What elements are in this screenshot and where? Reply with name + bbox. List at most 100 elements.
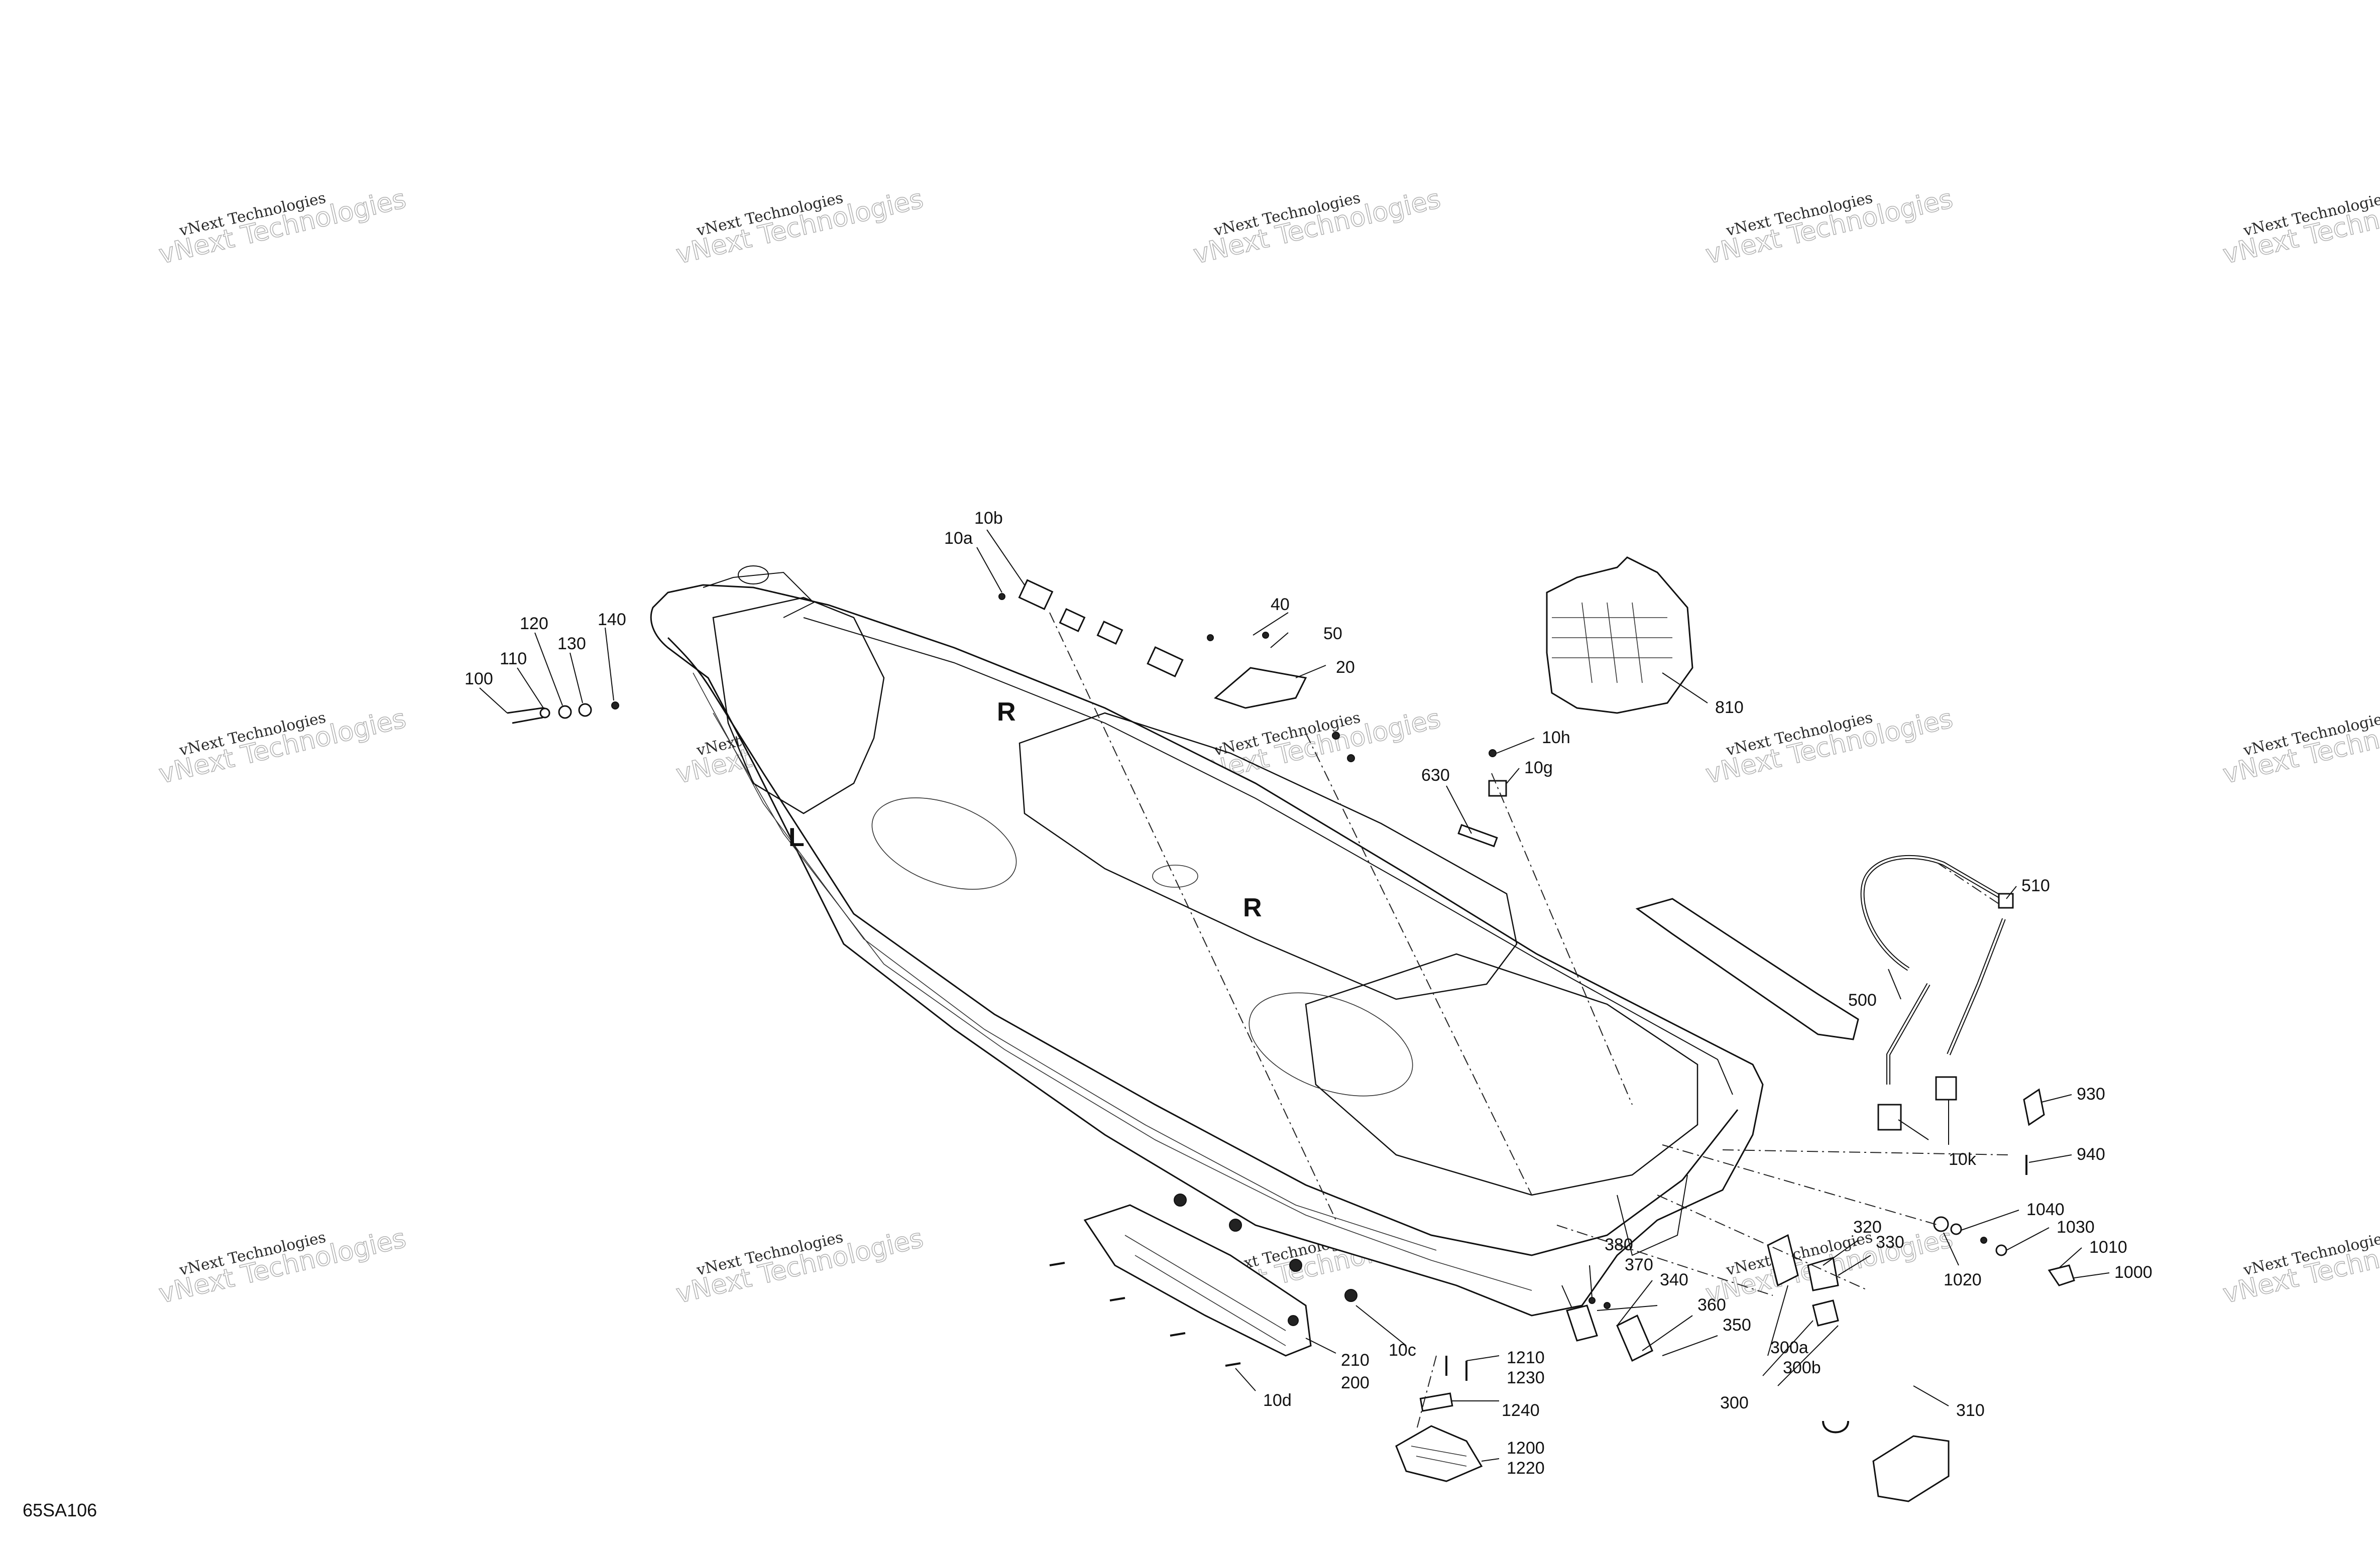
washer xyxy=(1950,1223,1962,1235)
leader-line xyxy=(1561,1285,1572,1309)
washer xyxy=(539,707,550,719)
leader-line xyxy=(1617,1280,1653,1326)
bracket-part xyxy=(1214,667,1307,709)
leader-line xyxy=(1305,1338,1336,1354)
callout-1220: 1220 xyxy=(1507,1459,1545,1478)
callout-1030: 1030 xyxy=(2057,1218,2095,1237)
bracket-part xyxy=(1566,1304,1598,1342)
callout-1040: 1040 xyxy=(2026,1200,2065,1219)
leader-line xyxy=(1898,1119,1929,1140)
bracket-part xyxy=(1807,1257,1839,1291)
bracket-part xyxy=(1767,1234,1799,1287)
callout-810: 810 xyxy=(1715,698,1744,717)
callout-10d: 10d xyxy=(1263,1391,1292,1410)
clip-part xyxy=(1096,620,1123,645)
callout-210: 210 xyxy=(1341,1351,1370,1370)
leader-line xyxy=(1961,1210,2019,1231)
storage-bin-ribs xyxy=(1552,602,1672,683)
callout-930: 930 xyxy=(2077,1085,2105,1104)
footwell-left xyxy=(871,797,1017,890)
callout-630: 630 xyxy=(1421,766,1450,785)
bracket-part xyxy=(1812,1299,1839,1327)
leader-line xyxy=(1253,612,1289,636)
leader-line xyxy=(479,687,508,714)
leader-line xyxy=(1888,969,1901,1000)
hull-assembly: L R R xyxy=(650,565,1764,1317)
boarding-step xyxy=(1395,1425,1483,1482)
leader-line xyxy=(517,667,544,708)
fastener xyxy=(1262,632,1269,639)
callout-310: 310 xyxy=(1956,1401,1985,1420)
washer xyxy=(1604,1302,1611,1309)
assembly-line xyxy=(1416,1355,1437,1432)
callout-330: 330 xyxy=(1876,1233,1904,1252)
leader-lines xyxy=(479,529,2110,1462)
reboarding-step xyxy=(1872,1435,1950,1502)
leader-line xyxy=(2059,1247,2082,1268)
callout-130: 130 xyxy=(557,634,586,653)
assembly-line xyxy=(1049,612,1336,1221)
hose-pipe-inner xyxy=(1887,984,1930,1085)
callout-350: 350 xyxy=(1723,1316,1751,1335)
fitting-part xyxy=(1877,1104,1902,1131)
leader-line xyxy=(1943,1232,1959,1266)
assembly-lines xyxy=(1049,612,2009,1432)
leader-line xyxy=(1446,785,1472,834)
hose-500-inner xyxy=(1861,856,2005,970)
watermark: vNext Technologies vNext Technologies xyxy=(2220,1223,2380,1310)
callout-300a: 300a xyxy=(1770,1338,1808,1357)
leader-line xyxy=(1355,1305,1407,1346)
front-storage-bin xyxy=(712,597,885,814)
side-rail-left xyxy=(1083,1204,1312,1357)
fuel-filler-neck xyxy=(738,565,769,584)
callout-10g: 10g xyxy=(1524,758,1553,777)
footwell-right xyxy=(1249,992,1413,1097)
callout-380: 380 xyxy=(1605,1235,1633,1254)
callout-370: 370 xyxy=(1625,1255,1653,1274)
leader-line xyxy=(605,627,614,701)
rear-well xyxy=(1617,1174,1688,1256)
leader-line xyxy=(2006,886,2017,899)
callout-140: 140 xyxy=(598,610,626,629)
callout-300b: 300b xyxy=(1783,1358,1821,1377)
fitting-part xyxy=(1935,1076,1957,1101)
leader-line xyxy=(1777,1325,1839,1386)
washer xyxy=(1589,1297,1596,1304)
watermark: vNext Technologies vNext Technologies xyxy=(673,1223,927,1310)
leader-line xyxy=(976,547,1002,593)
callout-320: 320 xyxy=(1853,1218,1882,1237)
leader-line xyxy=(1762,1320,1814,1376)
grommet xyxy=(1174,1194,1187,1207)
assembly-line xyxy=(1722,1149,2009,1155)
watermark: vNext Technologies vNext Technologies xyxy=(156,1223,409,1310)
hull-tower xyxy=(703,571,815,618)
grommet xyxy=(1229,1219,1242,1232)
leader-line xyxy=(1466,1355,1500,1361)
hull-opening xyxy=(1152,865,1198,888)
callout-300: 300 xyxy=(1720,1393,1749,1412)
watermark: vNext Technologies vNext Technologies xyxy=(673,183,927,270)
callout-1230: 1230 xyxy=(1507,1368,1545,1387)
assembly-line xyxy=(1305,733,1532,1196)
leader-line xyxy=(1913,1385,1949,1406)
callout-1200: 1200 xyxy=(1507,1439,1545,1458)
assembly-line xyxy=(1938,863,1999,904)
clip-part xyxy=(1147,646,1184,677)
fastener xyxy=(1207,634,1214,641)
leader-line xyxy=(1642,1315,1693,1351)
callout-10c: 10c xyxy=(1389,1341,1416,1360)
callout-100: 100 xyxy=(465,669,493,688)
callout-120: 120 xyxy=(520,614,548,633)
leader-line xyxy=(1589,1265,1593,1298)
leader-line xyxy=(1662,1335,1718,1356)
hose-pipe-2-inner xyxy=(1948,918,2005,1055)
side-rail-right xyxy=(1635,898,1859,1040)
screw-part xyxy=(1049,1262,1065,1266)
leader-line xyxy=(2028,1154,2072,1163)
clip-part xyxy=(1018,579,1054,611)
fastener xyxy=(1489,749,1497,757)
watermark: vNext Technologies vNext Technologies xyxy=(1703,183,1956,270)
watermark: vNext Technologies vNext Technologies xyxy=(156,703,409,790)
nut xyxy=(611,701,619,709)
